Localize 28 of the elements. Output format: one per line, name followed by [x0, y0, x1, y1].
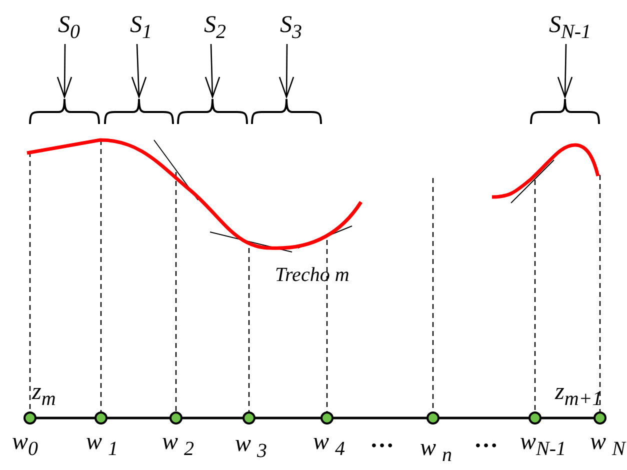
arrow — [204, 44, 220, 99]
arrow — [131, 44, 147, 99]
arrow — [278, 44, 294, 99]
section-label: Trecho m — [275, 265, 350, 285]
curly-brace — [530, 98, 600, 124]
node-label: w$_{0}$ — [12, 430, 38, 459]
arrow — [56, 44, 72, 99]
node-label: w $_{n}$ — [420, 436, 452, 465]
node-label: w $_{2}$ — [162, 430, 194, 459]
point-label: z$_{m}$ — [32, 380, 56, 409]
ellipsis: … — [474, 428, 498, 452]
arrow — [557, 44, 573, 99]
node-label: w $_{N}$ — [590, 430, 626, 459]
curly-brace — [251, 98, 322, 124]
segment-label: S$_{3}$ — [280, 13, 302, 42]
node-label: w $_{3}$ — [235, 432, 268, 461]
node-label: w$_{N-1}$ — [520, 430, 566, 459]
segment-label: S$_{0}$ — [58, 13, 80, 42]
curly-brace — [29, 98, 100, 124]
curly-brace — [104, 98, 174, 124]
segment-label: S$_{2}$ — [204, 13, 226, 42]
segment-label: S$_{N-1}$ — [549, 13, 591, 42]
node-label: w $_{4}$ — [313, 430, 346, 459]
curly-brace — [177, 98, 248, 124]
ellipsis: … — [370, 428, 394, 452]
segment-label: S$_{1}$ — [130, 13, 152, 42]
point-label: z$_{m+1}$ — [555, 380, 602, 409]
node-label: w $_{1}$ — [86, 430, 118, 459]
